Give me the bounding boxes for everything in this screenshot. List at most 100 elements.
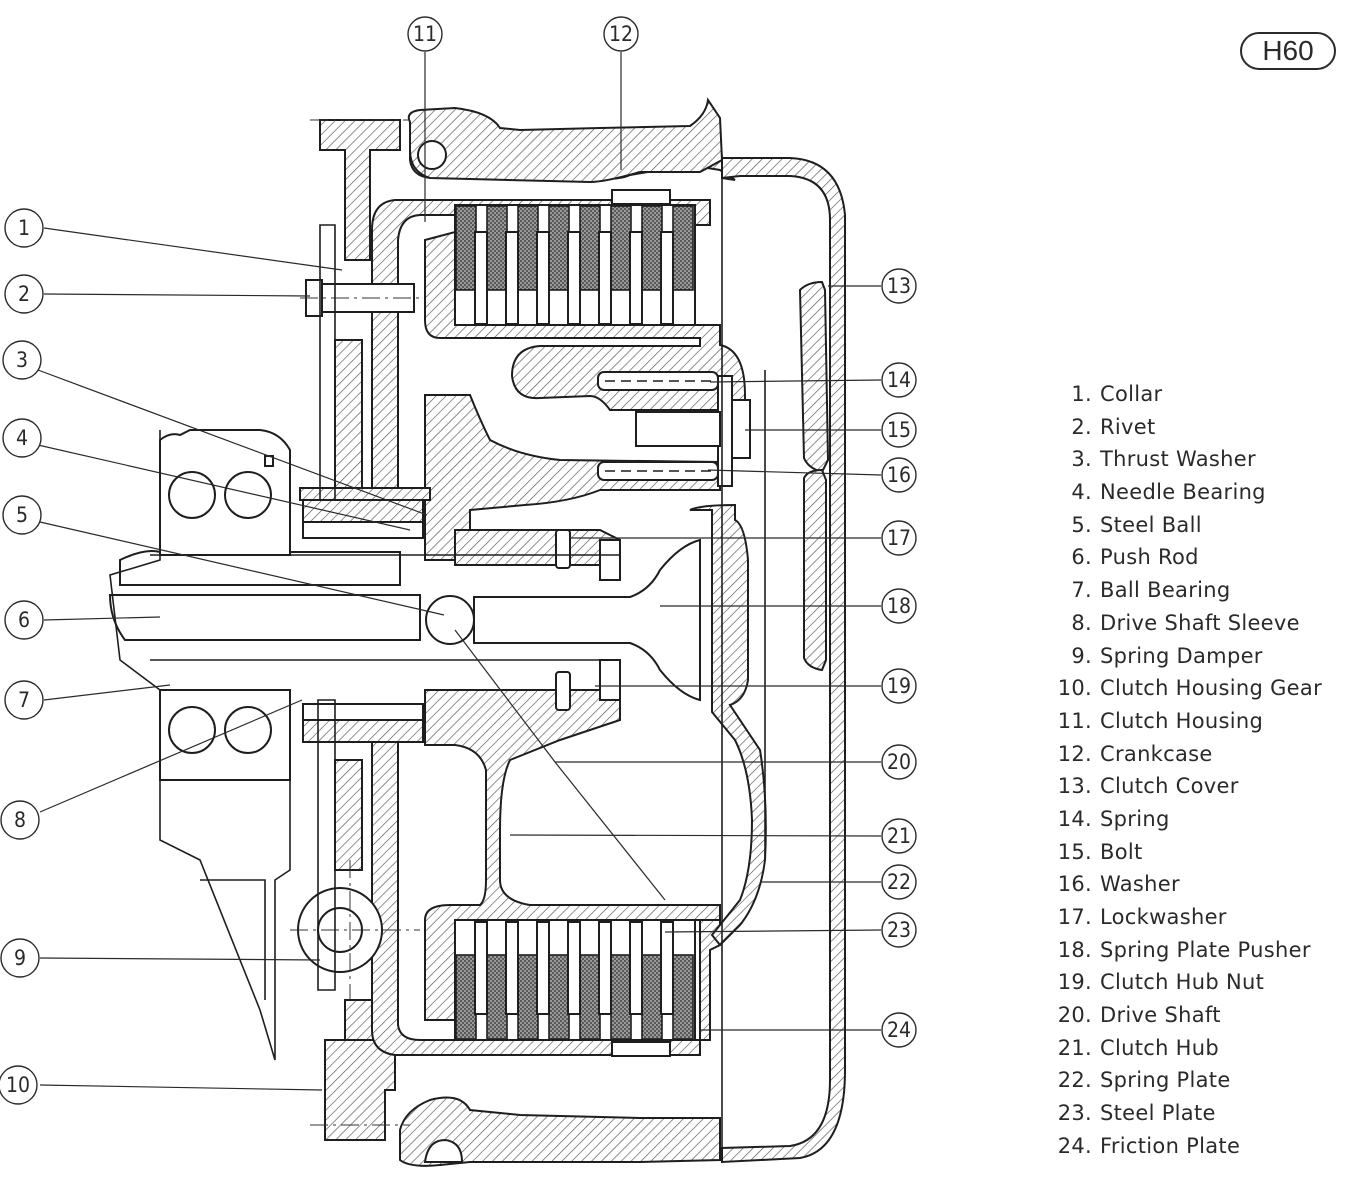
svg-text:18: 18 <box>887 594 911 618</box>
leader-10 <box>39 1084 323 1091</box>
legend-item: 17.Lockwasher <box>1057 905 1227 929</box>
legend-item: 21.Clutch Hub <box>1057 1035 1220 1060</box>
callout-10: 10 <box>0 1065 38 1105</box>
plate-stack-bottom <box>454 919 696 1057</box>
legend-item: 10.Clutch Housing Gear <box>1057 676 1323 701</box>
spring-plate <box>689 158 767 1150</box>
svg-text:6: 6 <box>18 608 30 632</box>
callout-21: 21 <box>881 818 917 854</box>
callout-19: 19 <box>881 668 917 704</box>
legend-item: 8.Drive Shaft Sleeve <box>1071 610 1300 635</box>
callout-11: 11 <box>407 16 443 52</box>
legend-item: 23.Steel Plate <box>1057 1101 1216 1126</box>
callout-20: 20 <box>881 744 917 780</box>
legend-item: 4.Needle Bearing <box>1071 480 1266 505</box>
leader-20c <box>554 761 666 901</box>
legend-item: 11.Clutch Housing <box>1057 708 1264 733</box>
leader-7 <box>43 684 171 701</box>
callout-6: 6 <box>4 600 44 640</box>
legend-item: 22.Spring Plate <box>1057 1068 1231 1093</box>
svg-text:1: 1 <box>18 216 30 240</box>
callout-7: 7 <box>4 680 44 720</box>
callout-15: 15 <box>881 412 917 448</box>
steel-plates-bottom <box>474 921 674 1015</box>
callout-24: 24 <box>881 1012 917 1048</box>
callout-4: 4 <box>2 418 42 458</box>
leader-4 <box>37 444 411 531</box>
callout-17: 17 <box>881 520 917 556</box>
callout-5: 5 <box>2 495 42 535</box>
svg-text:21: 21 <box>887 824 911 848</box>
legend-item: 7.Ball Bearing <box>1071 578 1231 603</box>
svg-text:7: 7 <box>18 688 30 712</box>
callout-8: 8 <box>0 800 40 840</box>
legend-item: 24.Friction Plate <box>1057 1133 1241 1158</box>
svg-text:24: 24 <box>887 1018 911 1042</box>
leader-9 <box>39 957 321 961</box>
svg-text:11: 11 <box>413 22 437 46</box>
legend-item: 14.Spring <box>1057 806 1170 831</box>
legend-item: 16.Washer <box>1057 872 1180 897</box>
svg-text:16: 16 <box>887 463 911 487</box>
leader-16 <box>707 469 882 476</box>
svg-text:12: 12 <box>609 22 633 46</box>
leader-23 <box>664 929 882 933</box>
callout-22: 22 <box>881 864 917 900</box>
friction-plates-bottom <box>455 954 694 1040</box>
leader-1 <box>43 227 343 271</box>
legend-item: 12.Crankcase <box>1057 741 1213 766</box>
figure-code-badge: H60 <box>1240 32 1336 70</box>
svg-text:22: 22 <box>887 870 911 894</box>
svg-text:5: 5 <box>16 503 28 527</box>
svg-text:14: 14 <box>887 368 911 392</box>
legend-item: 19.Clutch Hub Nut <box>1057 970 1265 995</box>
svg-text:17: 17 <box>887 526 911 550</box>
svg-text:15: 15 <box>887 418 911 442</box>
svg-text:2: 2 <box>18 282 30 306</box>
legend-item: 18.Spring Plate Pusher <box>1057 937 1311 962</box>
svg-text:19: 19 <box>887 674 911 698</box>
svg-text:3: 3 <box>16 348 28 372</box>
leader-6 <box>43 616 161 621</box>
legend-item: 15.Bolt <box>1057 839 1143 864</box>
svg-text:20: 20 <box>887 750 911 774</box>
legend-item: 6.Push Rod <box>1071 545 1199 570</box>
callout-23: 23 <box>881 912 917 948</box>
svg-text:8: 8 <box>14 808 26 832</box>
leader-21 <box>509 834 882 837</box>
legend-item: 13.Clutch Cover <box>1057 774 1239 799</box>
callouts: 1 2 3 4 5 6 7 8 9 10 11 12 13 14 15 16 1… <box>0 16 917 1105</box>
leader-8 <box>39 699 303 813</box>
svg-text:4: 4 <box>16 426 28 450</box>
svg-text:23: 23 <box>887 918 911 942</box>
callout-13: 13 <box>881 268 917 304</box>
crankcase <box>399 97 736 1167</box>
spring-bolt-assembly <box>597 371 751 487</box>
legend-item: 2.Rivet <box>1071 414 1156 439</box>
legend-item: 1.Collar <box>1071 382 1163 406</box>
legend-item: 9.Spring Damper <box>1071 643 1263 668</box>
leader-14 <box>709 379 882 383</box>
legend-item: 20.Drive Shaft <box>1057 1003 1221 1028</box>
callout-3: 3 <box>2 340 42 380</box>
parts-legend: 1.Collar 2.Rivet 3.Thrust Washer 4.Needl… <box>1046 378 1356 1163</box>
svg-text:10: 10 <box>6 1073 30 1097</box>
callout-14: 14 <box>881 362 917 398</box>
callout-12: 12 <box>603 16 639 52</box>
svg-text:9: 9 <box>14 946 26 970</box>
legend-item: 5.Steel Ball <box>1071 512 1202 537</box>
legend-item: 3.Thrust Washer <box>1071 447 1256 472</box>
callout-1: 1 <box>4 208 44 248</box>
plate-stack-top <box>454 189 696 326</box>
leader-2 <box>43 293 311 297</box>
steel-plates-top <box>474 231 674 325</box>
clutch-cover <box>721 157 846 1164</box>
spring-damper-rivet <box>290 224 420 1000</box>
shaft-assembly <box>108 529 701 711</box>
leader-lines <box>37 52 882 1091</box>
leader-3 <box>37 369 428 516</box>
svg-text:13: 13 <box>887 274 911 298</box>
callout-18: 18 <box>881 588 917 624</box>
leader-20b <box>454 629 556 763</box>
